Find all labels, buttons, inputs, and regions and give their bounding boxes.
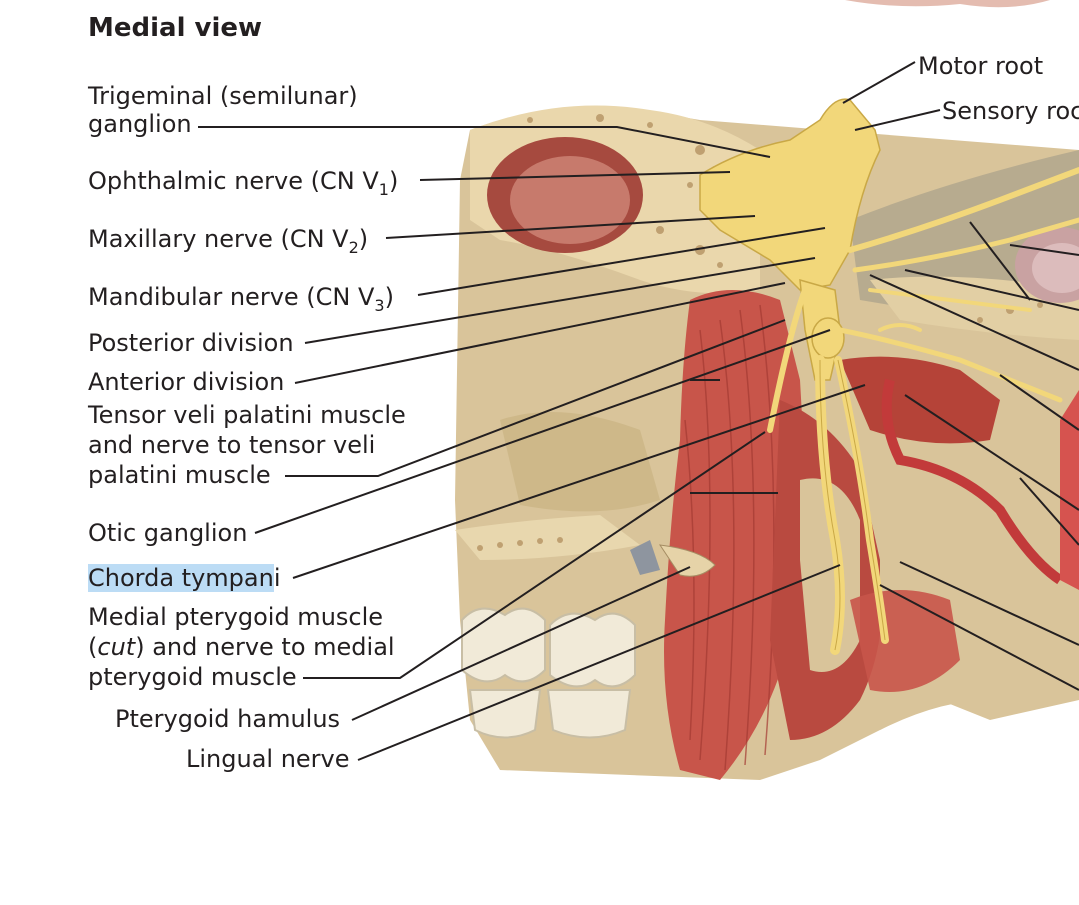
label-motor-root: Motor root <box>918 52 1044 80</box>
label-medial-pterygoid-line1: Medial pterygoid muscle <box>88 603 384 631</box>
label-lingual-nerve: Lingual nerve <box>186 745 350 773</box>
label-ophthalmic-subscript: 1 <box>378 180 389 199</box>
label-ophthalmic-text: Ophthalmic nerve (CN V <box>88 167 379 195</box>
label-mandibular-nerve: Mandibular nerve (CN V3) <box>88 283 394 315</box>
leader-lines <box>198 61 1079 761</box>
label-maxillary-close: ) <box>358 225 369 253</box>
label-maxillary-subscript: 2 <box>348 238 359 257</box>
artery <box>881 378 1063 585</box>
label-chorda-tympani[interactable]: Chorda tympani <box>88 564 280 592</box>
label-medial-pterygoid-line2: (cut) and nerve to medial <box>88 633 395 661</box>
label-tensor-line2: and nerve to tensor veli <box>88 431 376 459</box>
label-ophthalmic-close: ) <box>388 167 399 195</box>
label-maxillary-text: Maxillary nerve (CN V <box>88 225 349 253</box>
label-trigeminal-line1: Trigeminal (semilunar) <box>88 82 358 110</box>
label-cut: cut <box>97 633 136 661</box>
label-medial-pterygoid-line3: pterygoid muscle <box>88 663 297 691</box>
label-sensory-root: Sensory roc <box>942 97 1079 125</box>
label-pterygoid-hamulus: Pterygoid hamulus <box>115 705 341 733</box>
label-medial-pterygoid-line2-rest: ) and nerve to medial <box>135 633 395 661</box>
label-chorda-tympani-rest: i <box>273 564 281 592</box>
label-anterior-division: Anterior division <box>88 368 285 396</box>
diagram-title: Medial view <box>88 13 263 43</box>
label-tensor-line3: palatini muscle <box>88 461 271 489</box>
label-ophthalmic-nerve: Ophthalmic nerve (CN V1) <box>88 167 399 199</box>
label-mandibular-subscript: 3 <box>374 296 385 315</box>
label-otic-ganglion: Otic ganglion <box>88 519 248 547</box>
label-mandibular-text: Mandibular nerve (CN V <box>88 283 375 311</box>
text-selection-highlight[interactable]: Chorda tympan <box>88 564 274 592</box>
label-mandibular-close: ) <box>384 283 394 311</box>
label-posterior-division: Posterior division <box>88 329 294 357</box>
label-maxillary-nerve: Maxillary nerve (CN V2) <box>88 225 369 257</box>
label-tensor-line1: Tensor veli palatini muscle <box>88 401 406 429</box>
label-paren-open: ( <box>88 633 98 661</box>
label-trigeminal-line2: ganglion <box>88 110 192 138</box>
